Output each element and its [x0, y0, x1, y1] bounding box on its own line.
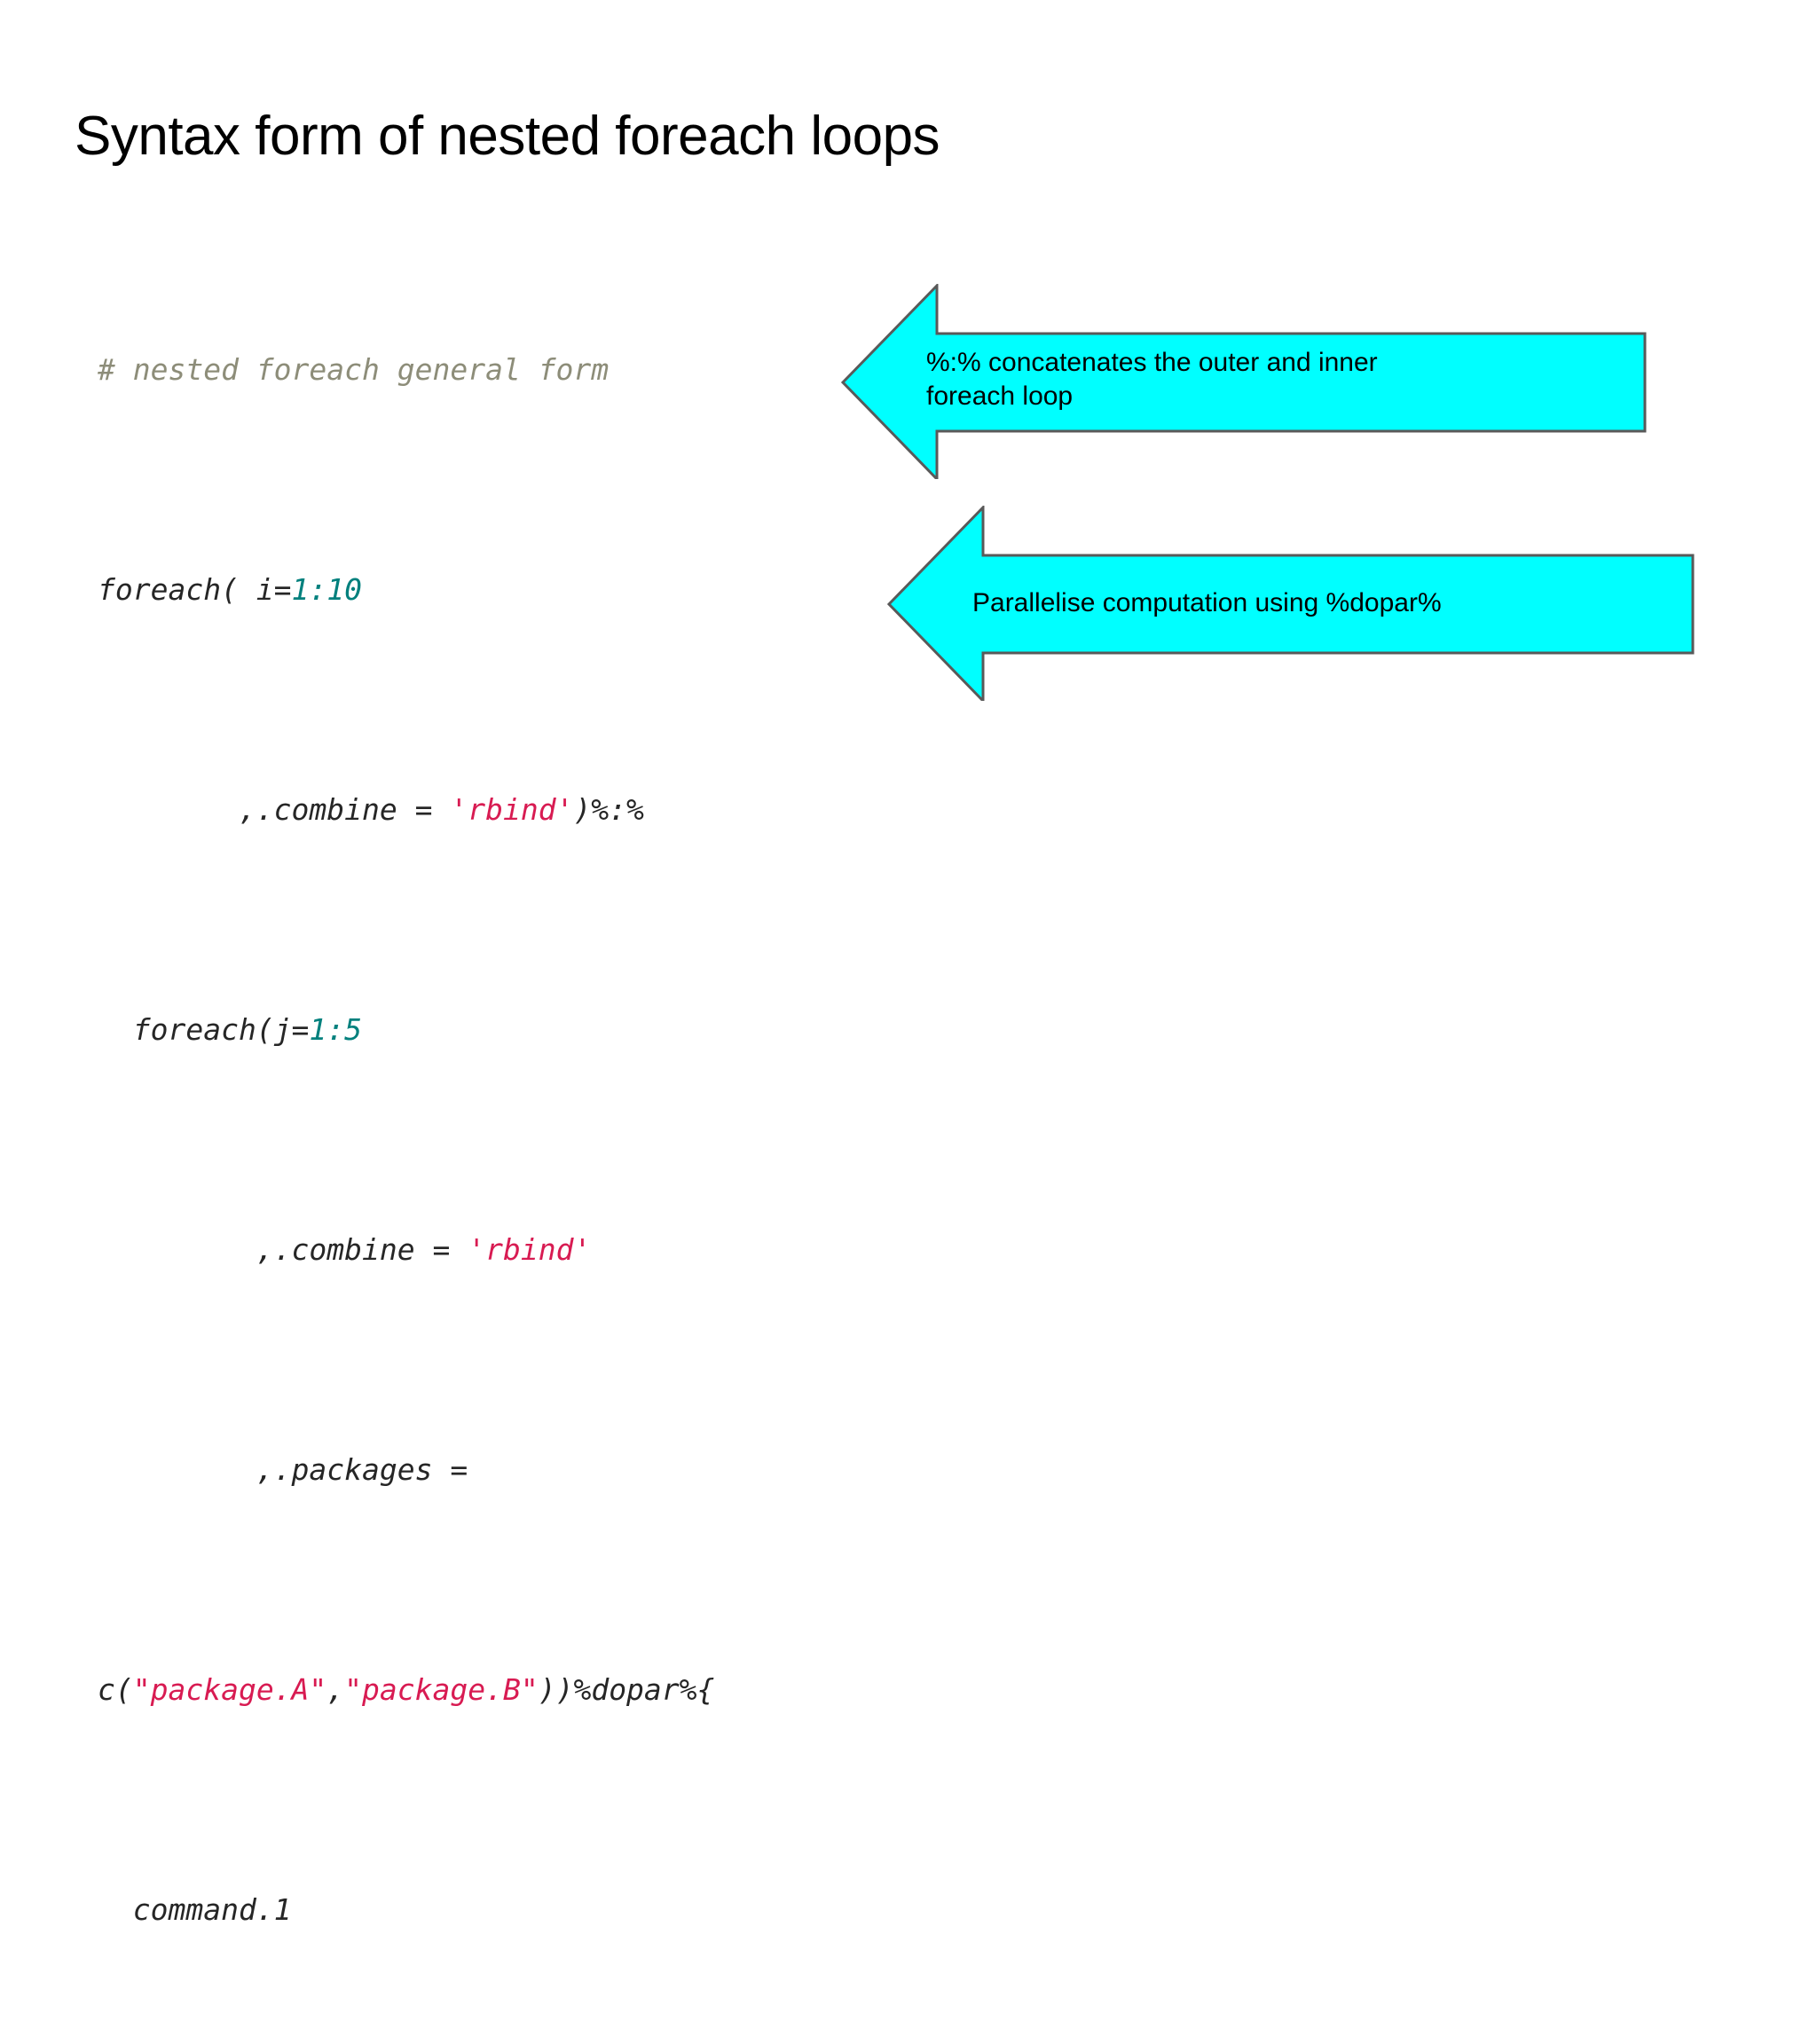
- code-token-dopar-operator: ))%dopar%{: [538, 1672, 715, 1707]
- code-token-range-inner: 1:5: [309, 1012, 363, 1047]
- slide-canvas: Syntax form of nested foreach loops # ne…: [75, 106, 1695, 1927]
- code-line-4: foreach(j=1:5: [98, 1002, 714, 1057]
- left-arrow-icon: [841, 284, 1647, 479]
- code-line-1: # nested foreach general form: [98, 342, 714, 397]
- code-line-2: foreach( i=1:10: [98, 562, 714, 617]
- code-token-combine-outer: ,.combine =: [98, 792, 451, 827]
- code-token-rbind-inner: 'rbind': [468, 1232, 592, 1267]
- code-token-c-open: c(: [98, 1672, 133, 1707]
- code-line-5: ,.combine = 'rbind': [98, 1222, 714, 1278]
- code-comment: # nested foreach general form: [98, 352, 610, 387]
- callout-arrow-concat[interactable]: %:% concatenates the outer and inner for…: [841, 284, 1647, 479]
- code-token-command-1: command.1: [98, 1892, 292, 1927]
- code-token-packages: ,.packages =: [98, 1452, 468, 1487]
- code-token-package-b: "package.B": [344, 1672, 539, 1707]
- code-line-8: command.1: [98, 1883, 714, 1938]
- code-token-range-outer: 1:10: [291, 572, 363, 607]
- code-token-foreach-outer: foreach( i=: [98, 572, 292, 607]
- page-title: Syntax form of nested foreach loops: [75, 106, 940, 167]
- code-token-rbind-outer: 'rbind': [450, 792, 574, 827]
- left-arrow-icon: [887, 506, 1695, 701]
- code-line-6: ,.packages =: [98, 1443, 714, 1498]
- code-token-package-a: "package.A": [132, 1672, 327, 1707]
- callout-arrow-concat-label: %:% concatenates the outer and inner for…: [926, 348, 1378, 411]
- code-token-comma: ,: [326, 1672, 345, 1707]
- code-line-7: c("package.A","package.B"))%dopar%{: [98, 1663, 714, 1718]
- code-token-nest-operator: )%:%: [573, 792, 644, 827]
- code-line-3: ,.combine = 'rbind')%:%: [98, 782, 714, 837]
- code-block: # nested foreach general form foreach( i…: [98, 232, 714, 2044]
- code-token-combine-inner: ,.combine =: [98, 1232, 468, 1267]
- callout-arrow-dopar-label: Parallelise computation using %dopar%: [972, 588, 1442, 617]
- callout-arrow-dopar[interactable]: Parallelise computation using %dopar%: [887, 506, 1695, 701]
- code-token-foreach-inner: foreach(j=: [98, 1012, 310, 1047]
